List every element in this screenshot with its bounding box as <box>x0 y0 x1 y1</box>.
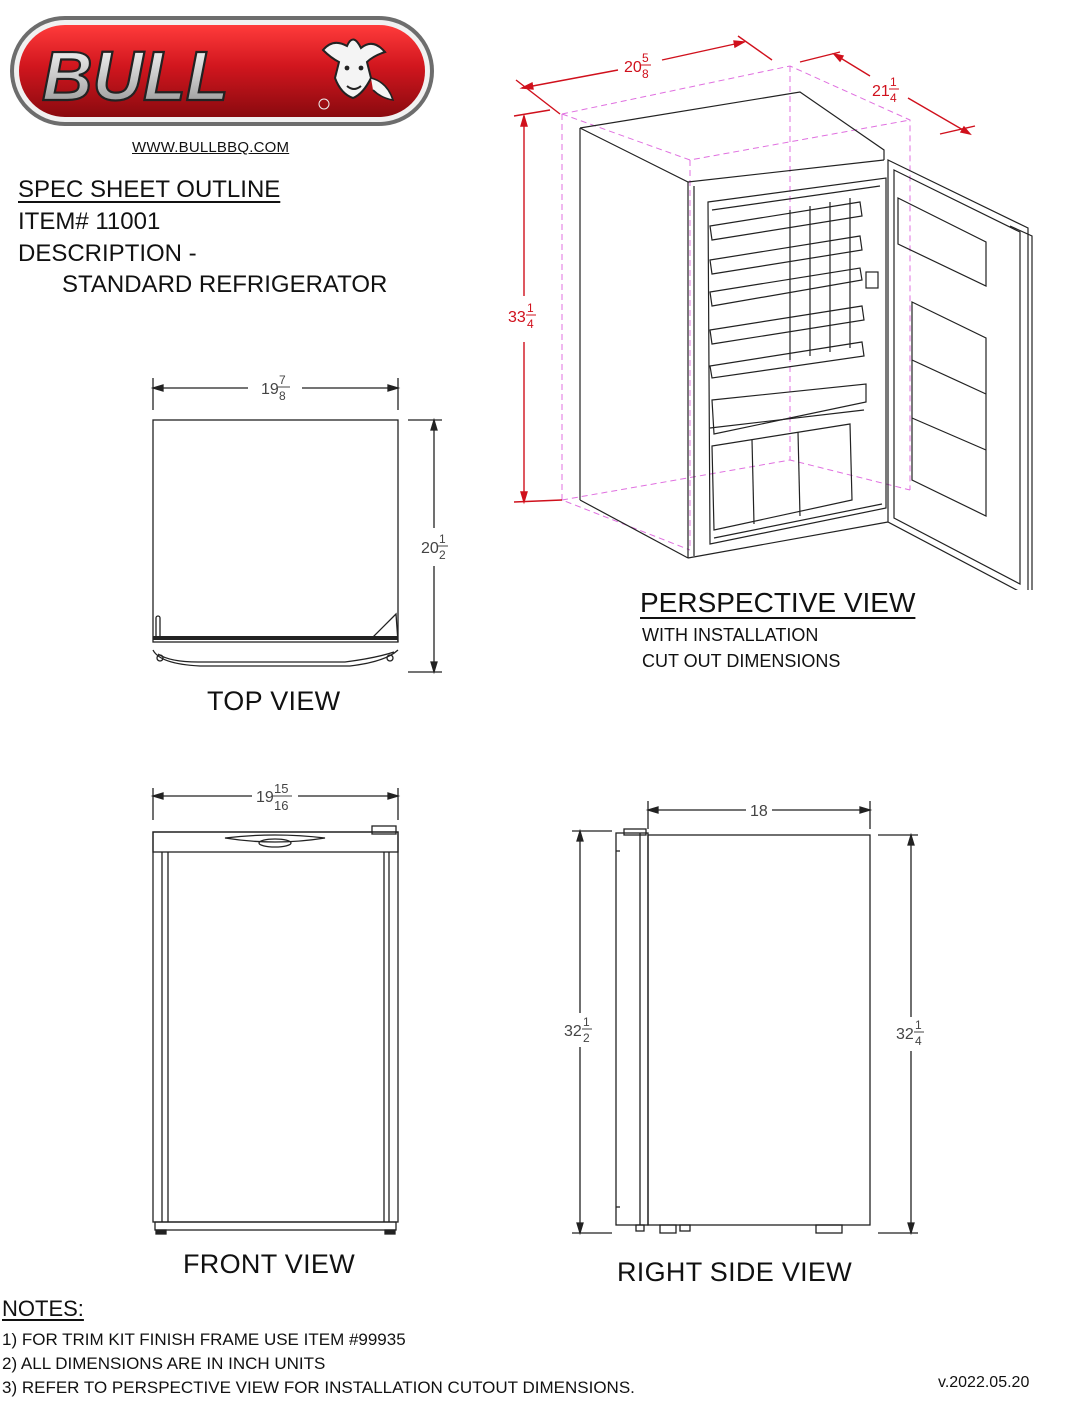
description-label: DESCRIPTION - <box>18 240 197 267</box>
side-left-height-den: 2 <box>583 1031 590 1045</box>
website-url: WWW.BULLBBQ.COM <box>132 139 290 156</box>
side-right-height-num: 1 <box>915 1018 922 1032</box>
logo-brand-text: BULL <box>42 37 229 115</box>
front-view-label: FRONT VIEW <box>183 1249 356 1279</box>
top-depth-num: 1 <box>439 532 446 546</box>
note-item-1: 1) FOR TRIM KIT FINISH FRAME USE ITEM #9… <box>2 1330 406 1349</box>
persp-depth-den: 4 <box>890 91 897 105</box>
top-depth-whole: 20 <box>421 540 439 557</box>
right-side-view-label: RIGHT SIDE VIEW <box>617 1257 853 1287</box>
persp-height-den: 4 <box>527 317 534 331</box>
spec-sheet-title: SPEC SHEET OUTLINE <box>18 176 281 203</box>
bull-logo: BULL <box>8 14 436 128</box>
front-width-den: 16 <box>274 798 288 813</box>
top-width-num: 7 <box>279 373 286 387</box>
notes-title: NOTES: <box>2 1296 84 1321</box>
version-label: v.2022.05.20 <box>938 1374 1030 1391</box>
perspective-subtitle-1: WITH INSTALLATION <box>642 625 819 645</box>
top-view-label: TOP VIEW <box>207 686 341 716</box>
persp-width-num: 5 <box>642 51 649 65</box>
side-right-height-whole: 32 <box>896 1026 914 1043</box>
top-width-den: 8 <box>279 389 286 403</box>
front-view-drawing: 19 15 16 <box>150 781 401 1235</box>
side-right-height-den: 4 <box>915 1034 922 1048</box>
front-width-whole: 19 <box>256 789 274 806</box>
persp-width-whole: 20 <box>624 59 642 76</box>
perspective-subtitle-2: CUT OUT DIMENSIONS <box>642 651 841 671</box>
right-side-view-drawing: 18 32 1 2 32 1 4 <box>564 801 924 1236</box>
perspective-view-drawing: 20 5 8 21 1 4 33 1 4 <box>508 35 1033 590</box>
item-number: ITEM# 11001 <box>18 208 161 235</box>
persp-height-num: 1 <box>527 301 534 315</box>
note-item-2: 2) ALL DIMENSIONS ARE IN INCH UNITS <box>2 1354 326 1373</box>
description-value: STANDARD REFRIGERATOR <box>62 271 388 298</box>
side-depth-label: 18 <box>750 803 768 820</box>
top-view-drawing: 19 7 8 20 1 2 <box>150 373 448 675</box>
bull-head-icon <box>321 38 395 102</box>
side-left-height-num: 1 <box>583 1015 590 1029</box>
side-left-height-whole: 32 <box>564 1023 582 1040</box>
persp-depth-whole: 21 <box>872 83 890 100</box>
persp-width-den: 8 <box>642 67 649 81</box>
note-item-3: 3) REFER TO PERSPECTIVE VIEW FOR INSTALL… <box>2 1378 635 1397</box>
top-width-whole: 19 <box>261 381 279 398</box>
persp-height-whole: 33 <box>508 309 526 326</box>
front-width-num: 15 <box>274 781 288 796</box>
perspective-view-title: PERSPECTIVE VIEW <box>640 587 916 618</box>
top-depth-den: 2 <box>439 548 446 562</box>
persp-depth-num: 1 <box>890 75 897 89</box>
